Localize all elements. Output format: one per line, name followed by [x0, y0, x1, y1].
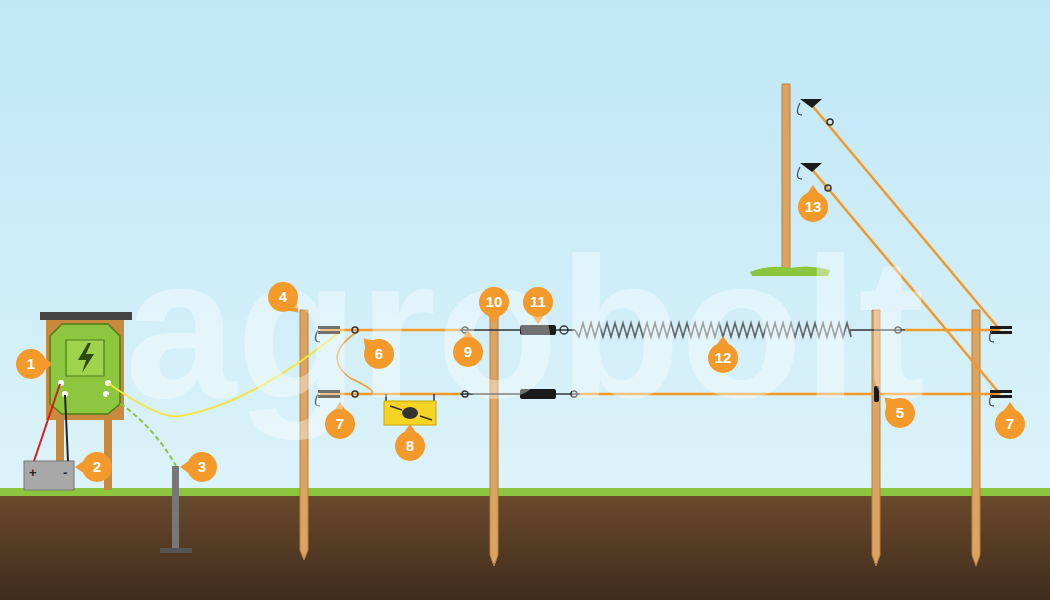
callout-number: 7 — [325, 409, 355, 439]
watermark: agrobolt — [125, 228, 925, 428]
callout-number: 9 — [453, 337, 483, 367]
callout-number: 10 — [479, 287, 509, 317]
ground-rod — [172, 466, 179, 552]
battery — [24, 461, 74, 490]
callout-pointers — [43, 185, 1017, 474]
terminal-sign: - — [63, 465, 67, 480]
sky — [0, 0, 1050, 495]
callout-number: 4 — [268, 282, 298, 312]
battery-wires — [65, 395, 68, 461]
callout-number: 5 — [885, 398, 915, 428]
grass — [0, 488, 1050, 496]
ground-rod — [160, 548, 192, 553]
callout-number: 13 — [798, 192, 828, 222]
callout-number: 11 — [523, 287, 553, 317]
callout-number: 3 — [187, 452, 217, 482]
callout-number: 2 — [82, 452, 112, 482]
battery-wires — [34, 384, 60, 461]
callout-number: 12 — [708, 343, 738, 373]
soil — [0, 493, 1050, 600]
callout-number: 8 — [395, 431, 425, 461]
callout-number: 1 — [16, 349, 46, 379]
terminal-sign: + — [29, 465, 37, 480]
callout-number: 7 — [995, 409, 1025, 439]
callout-number: 6 — [364, 339, 394, 369]
